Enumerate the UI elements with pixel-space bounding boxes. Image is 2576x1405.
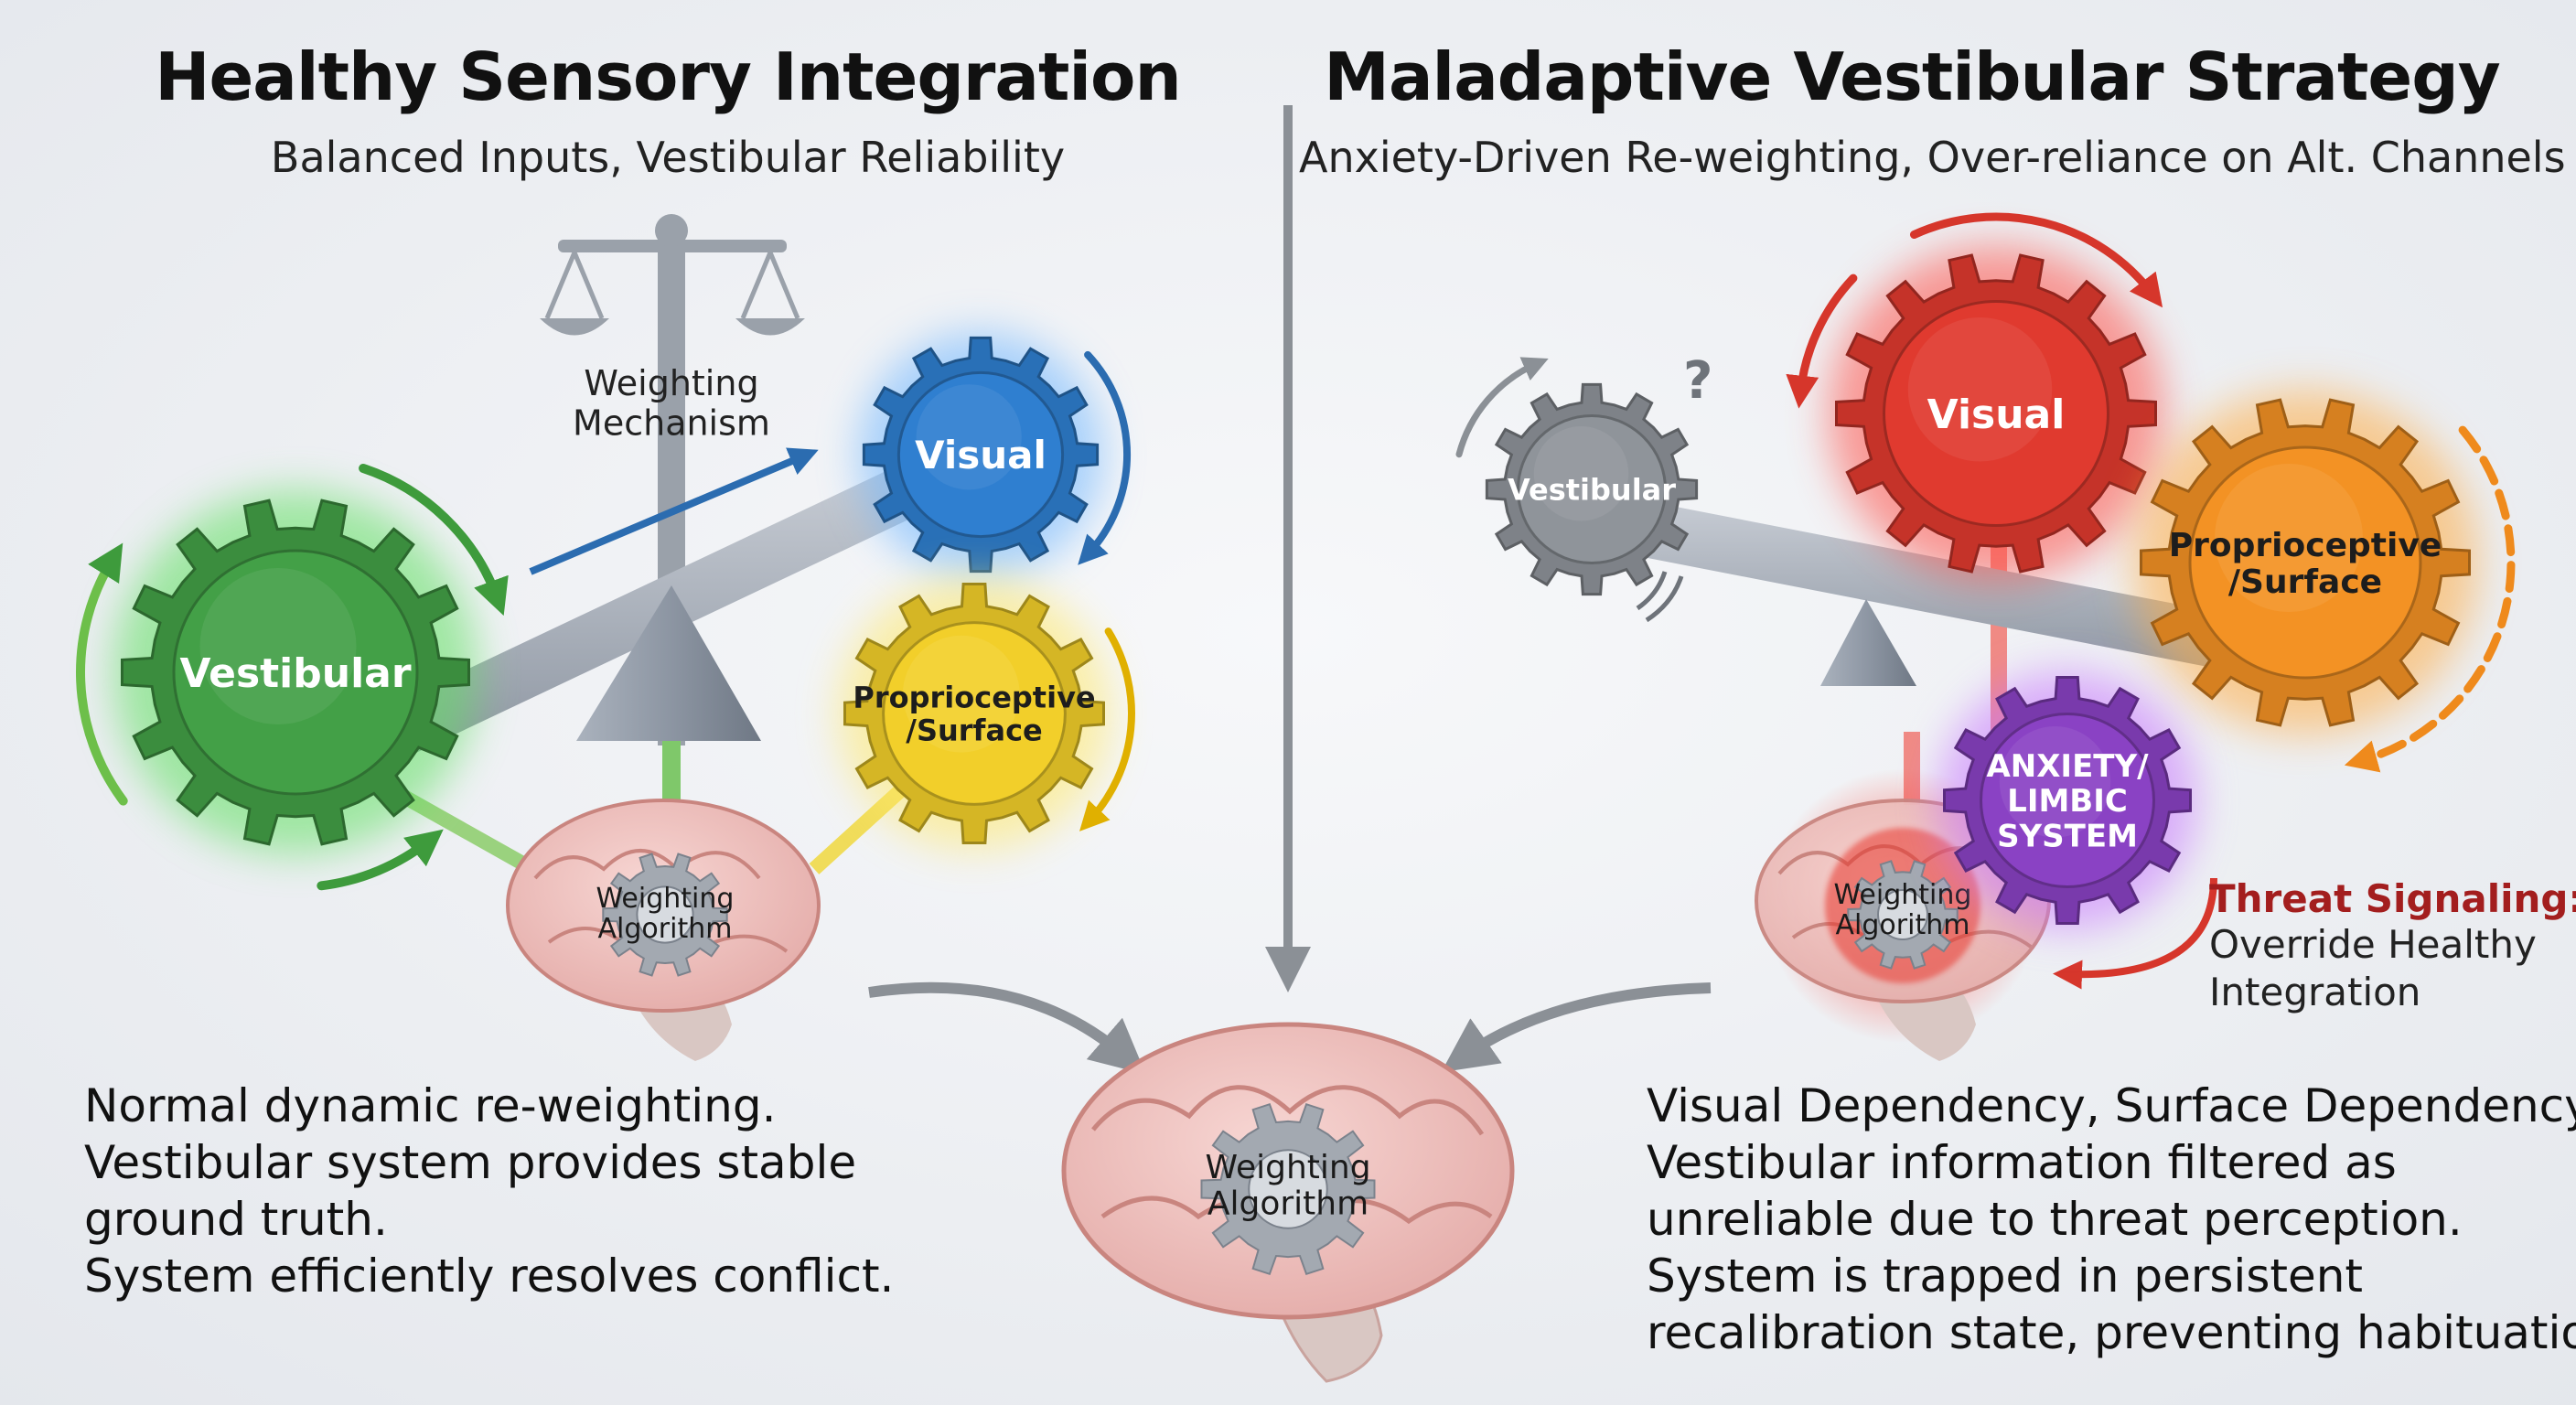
right-fulcrum (1820, 599, 1916, 686)
threat-arrow (2053, 877, 2217, 990)
left-desc-line: ground truth. (84, 1193, 388, 1246)
right-desc-line: System is trapped in persistent (1647, 1249, 2364, 1303)
wobble-mark (1645, 575, 1684, 623)
rotation-arrow (76, 542, 128, 806)
weighting-algorithm-label: Algorithm (1208, 1185, 1368, 1222)
left-vestibular-gear: Vestibular (113, 489, 478, 855)
right-desc-line: unreliable due to threat perception. (1647, 1193, 2463, 1246)
right-proprio-gear: Proprioceptive/Surface (2132, 390, 2478, 735)
rotation-arrow (317, 829, 444, 891)
right-desc-line: Visual Dependency, Surface Dependency. (1647, 1079, 2576, 1132)
gear-layer: WeightingAlgorithmWeightingMechanismVest… (76, 212, 2516, 1276)
right-vestibular-gear-label: Vestibular (1508, 473, 1676, 508)
left-to-center-arrow (868, 981, 1146, 1075)
anxiety-limbic-gear-label: LIMBIC (2007, 783, 2128, 820)
rotation-arrow (1455, 357, 1549, 458)
left-proprio-gear-label: Proprioceptive (853, 681, 1095, 715)
right-subtitle: Anxiety-Driven Re-weighting, Over-relian… (1299, 133, 2566, 182)
weighting-algorithm-label: Weighting (1205, 1149, 1370, 1186)
left-vestibular-gear-label: Vestibular (179, 650, 411, 697)
question-mark: ? (1683, 351, 1712, 411)
right-proprio-gear-label: /Surface (2228, 563, 2382, 601)
left-description: Normal dynamic re-weighting. Vestibular … (84, 1078, 894, 1304)
left-title: Healthy Sensory Integration (155, 38, 1182, 115)
weighting-mechanism-label: Mechanism (573, 403, 770, 444)
left-desc-line: System efficiently resolves conflict. (84, 1249, 895, 1303)
rotation-arrow (1786, 273, 1858, 409)
rotation-arrow (359, 464, 509, 617)
threat-line: Override Healthy (2209, 922, 2537, 967)
left-desc-line: Vestibular system provides stable (84, 1136, 857, 1189)
anxiety-limbic-gear-label: SYSTEM (1997, 818, 2138, 854)
right-proprio-gear-label: Proprioceptive (2169, 527, 2442, 564)
right-visual-gear: Visual (1828, 245, 2164, 582)
left-subtitle: Balanced Inputs, Vestibular Reliability (270, 133, 1066, 182)
rotation-arrow (1078, 350, 1131, 565)
left-proprio-gear: Proprioceptive/Surface (837, 576, 1111, 851)
left-visual-gear-label: Visual (915, 433, 1046, 477)
weighting-algorithm-label: Weighting (596, 883, 735, 915)
weighting-algorithm-label: Algorithm (1836, 909, 1970, 941)
right-to-center-arrow (1441, 982, 1712, 1073)
anxiety-limbic-gear-label: ANXIETY/ (1986, 748, 2149, 785)
left-brain-gear-icon (602, 853, 728, 977)
right-desc-line: recalibration state, preventing habituat… (1647, 1306, 2576, 1359)
right-visual-gear-label: Visual (1927, 391, 2066, 438)
center-brain-gear-icon (1200, 1102, 1376, 1276)
weighting-mechanism-label: Weighting (584, 363, 758, 403)
rotation-arrow (1079, 627, 1135, 831)
fulcrum (576, 585, 761, 741)
weighting-algorithm-label: Weighting (1834, 879, 1972, 911)
weighting-algorithm-label: Algorithm (598, 913, 733, 945)
right-title: Maladaptive Vestibular Strategy (1324, 38, 2500, 115)
right-balance-beam (1601, 494, 2269, 677)
right-brain-gear-icon (1847, 860, 1959, 970)
rotation-arrow (1910, 212, 2163, 308)
right-description: Visual Dependency, Surface Dependency. V… (1647, 1078, 2576, 1361)
right-desc-line: Vestibular information filtered as (1647, 1136, 2397, 1189)
threat-title: Threat Signaling: (2209, 876, 2576, 921)
wobble-mark (1636, 571, 1668, 611)
right-vestibular-gear: Vestibular (1485, 382, 1699, 596)
left-desc-line: Normal dynamic re-weighting. (84, 1079, 777, 1132)
left-proprio-gear-label: /Surface (906, 713, 1042, 747)
rotation-arrow (2344, 425, 2516, 773)
blue-weight-arrow (529, 447, 819, 575)
left-visual-gear: Visual (857, 331, 1104, 578)
threat-line: Integration (2209, 970, 2421, 1014)
